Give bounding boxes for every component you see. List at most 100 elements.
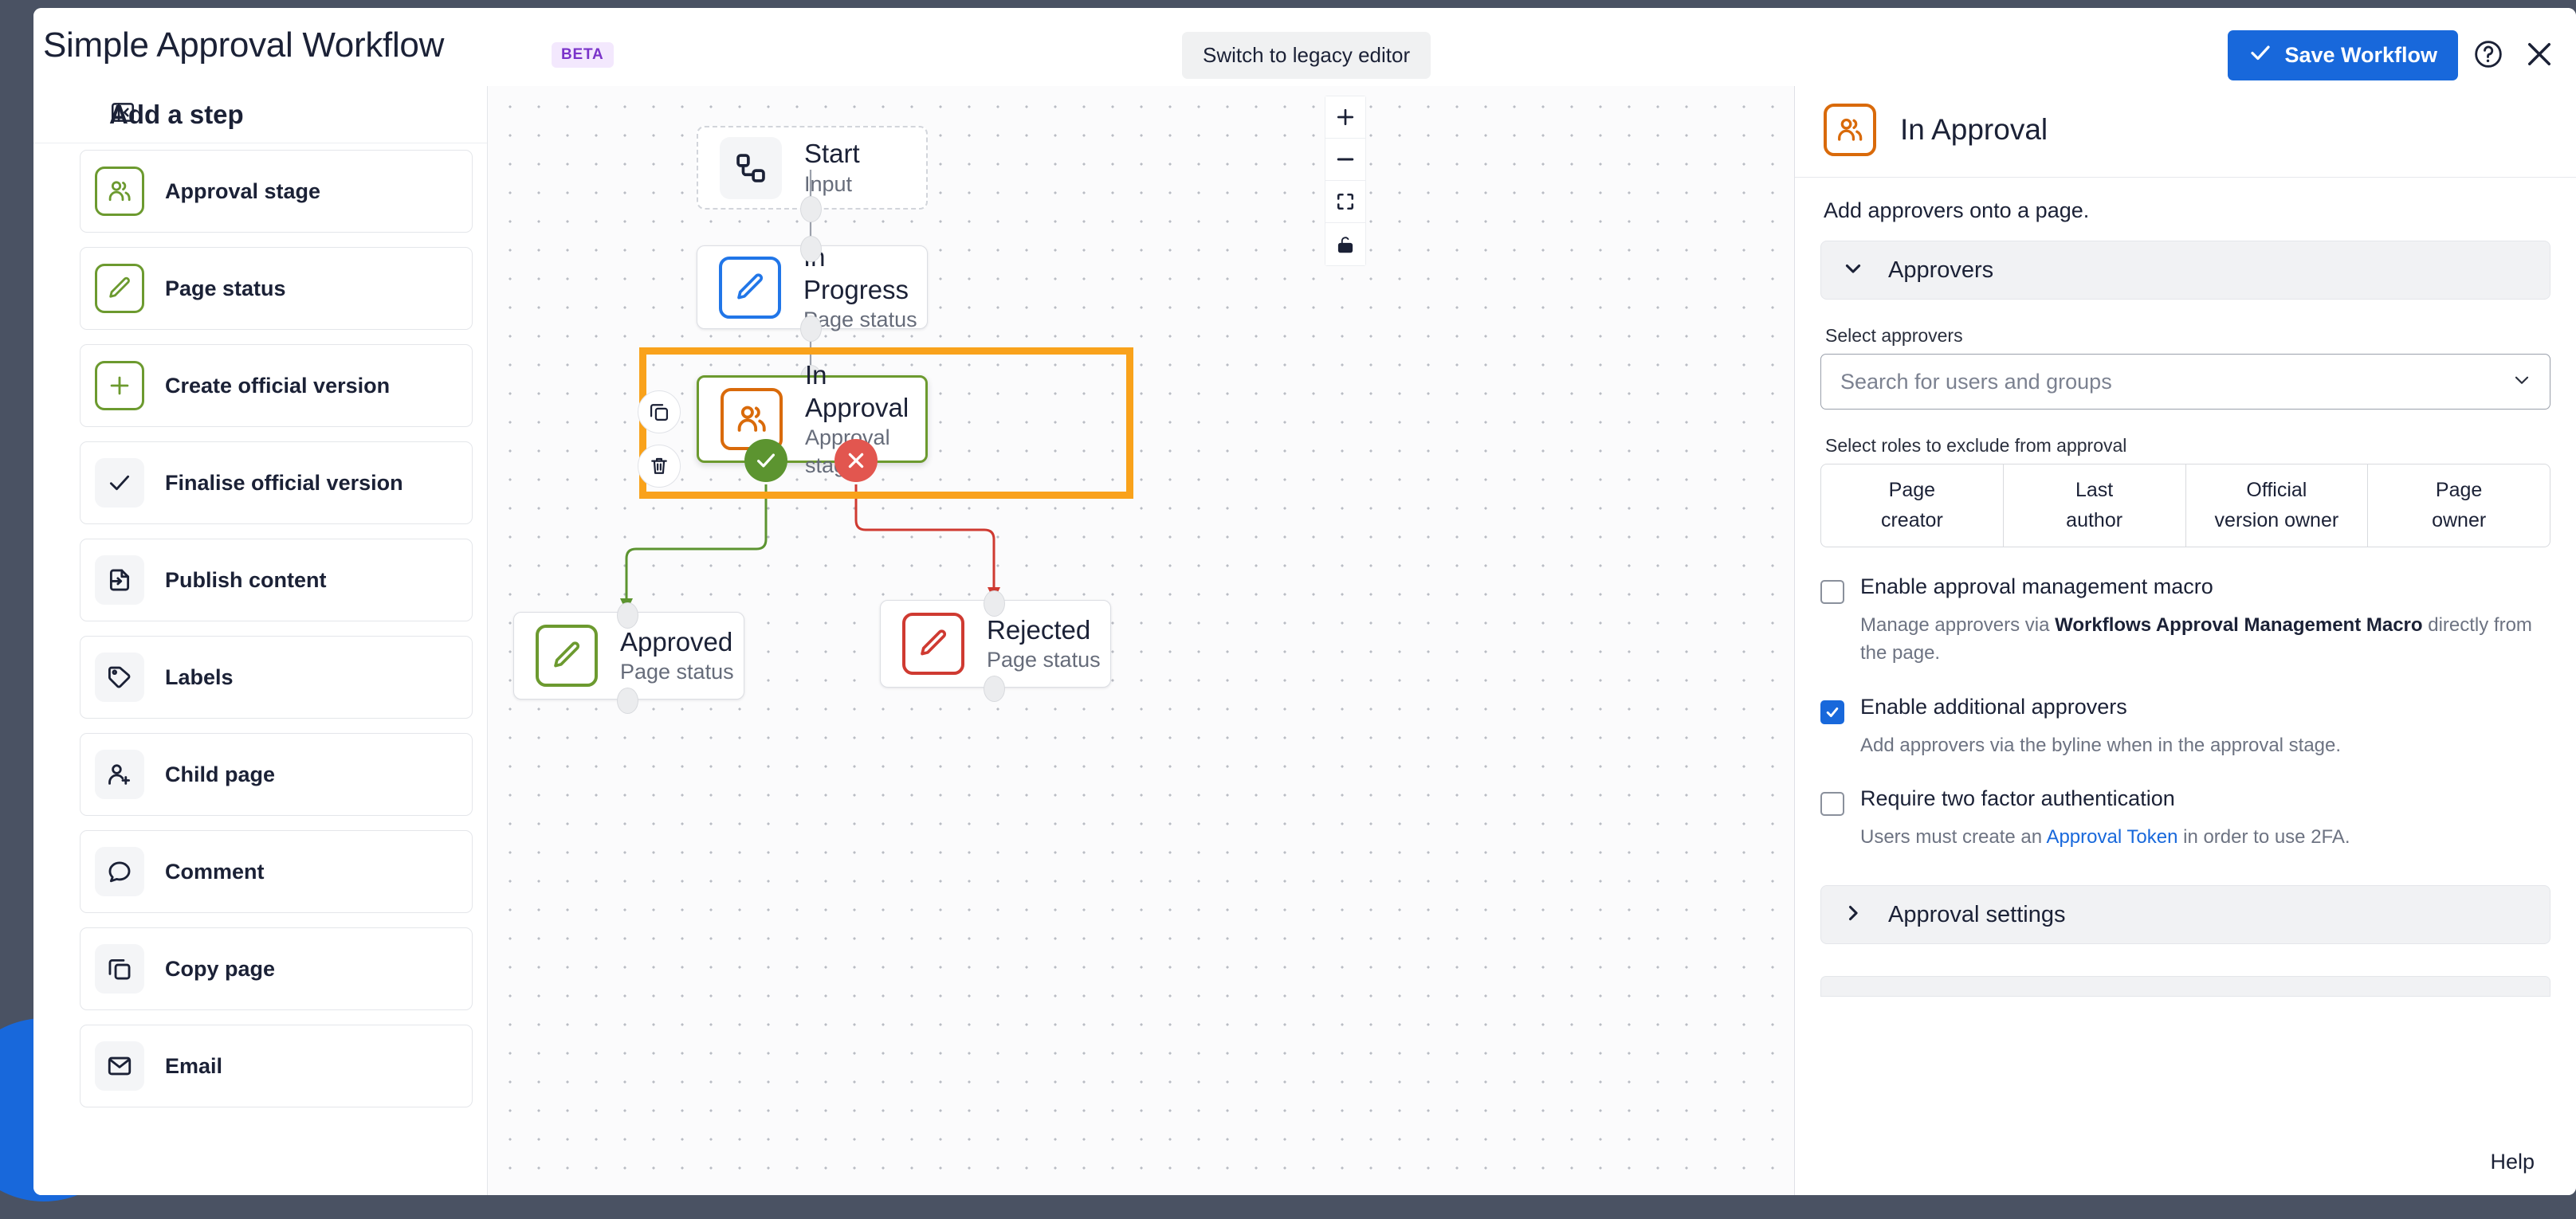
save-workflow-button[interactable]: Save Workflow (2228, 30, 2458, 80)
role-cell-line: owner (2373, 506, 2545, 536)
approval-settings-accordion-label: Approval settings (1888, 902, 2065, 928)
workflow-editor-modal: Simple Approval Workflow BETA Switch to … (33, 8, 2576, 1195)
option-block: Require two factor authenticationUsers m… (1820, 786, 2550, 852)
checkbox-help-text: Add approvers via the byline when in the… (1860, 732, 2546, 760)
zoom-out-button[interactable] (1325, 139, 1365, 181)
next-accordion-stub[interactable] (1820, 976, 2550, 997)
node-title: In Approval (805, 359, 925, 425)
beta-badge: BETA (552, 42, 614, 68)
add-step-sidebar: Add a step Approval stagePage statusCrea… (33, 86, 488, 1195)
canvas-controls (1325, 96, 1366, 266)
publish-icon (95, 555, 144, 605)
checkbox-label: Enable approval management macro (1860, 574, 2213, 599)
workflow-canvas[interactable]: Start Input In Progress Page status (488, 86, 1795, 1195)
comment-icon (95, 847, 144, 896)
duplicate-node-button[interactable] (638, 390, 681, 433)
user-plus-icon (95, 750, 144, 799)
select-approvers-label: Select approvers (1825, 325, 2550, 347)
step-item-page-status[interactable]: Page status (80, 247, 473, 330)
envelope-icon (95, 1041, 144, 1091)
chevron-down-icon (1842, 257, 1864, 284)
node-handle[interactable] (800, 316, 822, 342)
approval-token-link[interactable]: Approval Token (2046, 826, 2177, 848)
select-approvers-placeholder: Search for users and groups (1840, 370, 2112, 394)
step-item-label: Approval stage (165, 179, 320, 204)
role-cell-line: creator (1826, 506, 1998, 536)
chevron-right-icon (1842, 902, 1864, 928)
options-list: Enable approval management macroManage a… (1820, 547, 2550, 852)
workflow-edges (488, 86, 1428, 1195)
pencil-icon (95, 264, 144, 313)
panel-description: Add approvers onto a page. (1820, 178, 2550, 241)
node-handle[interactable] (800, 196, 822, 222)
copy-icon (95, 944, 144, 994)
checkbox-label: Require two factor authentication (1860, 786, 2175, 811)
step-item-label: Child page (165, 762, 275, 787)
step-item-publish-content[interactable]: Publish content (80, 539, 473, 621)
chevron-down-icon (2511, 370, 2532, 394)
users-icon (95, 167, 144, 216)
close-icon[interactable] (2520, 35, 2558, 73)
sidebar-header: Add a step (33, 86, 487, 143)
node-handle[interactable] (984, 676, 1005, 702)
zoom-in-button[interactable] (1325, 96, 1365, 139)
save-workflow-label: Save Workflow (2284, 43, 2437, 68)
option-block: Enable additional approversAdd approvers… (1820, 695, 2550, 760)
check-icon (95, 458, 144, 508)
role-cell-line: Official (2191, 476, 2363, 506)
select-approvers-input[interactable]: Search for users and groups (1820, 354, 2550, 410)
page-title: Simple Approval Workflow (43, 25, 444, 65)
step-item-approval-stage[interactable]: Approval stage (80, 150, 473, 233)
step-item-labels[interactable]: Labels (80, 636, 473, 719)
step-item-label: Copy page (165, 957, 275, 982)
step-list: Approval stagePage statusCreate official… (33, 143, 487, 1195)
role-cell[interactable]: Officialversion owner (2186, 464, 2369, 547)
approve-branch-badge[interactable] (744, 439, 787, 482)
role-cell-line: Page (1826, 476, 1998, 506)
step-item-comment[interactable]: Comment (80, 830, 473, 913)
step-item-label: Publish content (165, 568, 327, 593)
step-item-copy-page[interactable]: Copy page (80, 927, 473, 1010)
step-item-email[interactable]: Email (80, 1025, 473, 1107)
panel-title: In Approval (1900, 113, 2048, 147)
fit-view-button[interactable] (1325, 181, 1365, 223)
workflow-node-in-approval[interactable]: In Approval Approval stage (697, 375, 928, 463)
switch-legacy-editor-button[interactable]: Switch to legacy editor (1182, 32, 1431, 79)
role-cell-line: author (2009, 506, 2181, 536)
exclude-roles-table: PagecreatorLastauthorOfficialversion own… (1820, 464, 2550, 547)
role-cell[interactable]: Lastauthor (2004, 464, 2186, 547)
approvers-accordion-label: Approvers (1888, 257, 1993, 284)
top-bar: Simple Approval Workflow BETA Switch to … (33, 8, 2576, 86)
step-item-finalise-official-version[interactable]: Finalise official version (80, 441, 473, 524)
node-handle[interactable] (617, 688, 638, 714)
question-circle-icon[interactable] (2471, 37, 2506, 72)
node-handle[interactable] (984, 590, 1005, 617)
role-cell[interactable]: Pagecreator (1821, 464, 2004, 547)
lock-icon[interactable] (1325, 223, 1365, 265)
role-cell-line: Page (2373, 476, 2545, 506)
node-handle[interactable] (617, 602, 638, 629)
step-item-label: Finalise official version (165, 471, 403, 496)
role-cell[interactable]: Pageowner (2368, 464, 2550, 547)
roles-label: Select roles to exclude from approval (1825, 435, 2550, 457)
node-handle[interactable] (800, 236, 822, 262)
reject-branch-badge[interactable] (834, 439, 878, 482)
step-item-label: Comment (165, 860, 265, 884)
step-item-child-page[interactable]: Child page (80, 733, 473, 816)
checkbox-1[interactable] (1820, 700, 1844, 724)
step-item-label: Page status (165, 276, 286, 301)
approval-settings-accordion-header[interactable]: Approval settings (1820, 885, 2550, 944)
step-item-create-official-version[interactable]: Create official version (80, 344, 473, 427)
collapse-panel-icon[interactable] (109, 99, 136, 130)
check-icon (2248, 41, 2272, 70)
delete-node-button[interactable] (638, 445, 681, 488)
approvers-accordion-header[interactable]: Approvers (1820, 241, 2550, 300)
option-block: Enable approval management macroManage a… (1820, 574, 2550, 668)
checkbox-0[interactable] (1820, 580, 1844, 604)
tag-icon (95, 653, 144, 702)
checkbox-2[interactable] (1820, 792, 1844, 816)
help-link[interactable]: Help (2490, 1150, 2535, 1174)
step-item-label: Labels (165, 665, 234, 690)
users-icon (1824, 104, 1876, 156)
checkbox-help-text: Manage approvers via Workflows Approval … (1860, 612, 2546, 668)
